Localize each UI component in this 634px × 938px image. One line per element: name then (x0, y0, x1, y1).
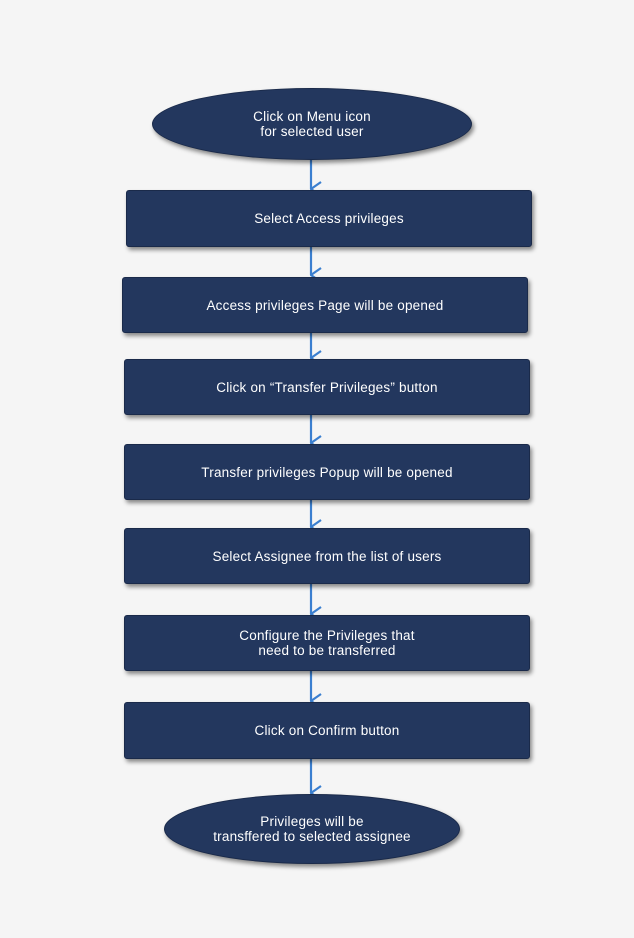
step-click-transfer-privileges: Click on “Transfer Privileges” button (124, 359, 530, 415)
step-configure-privileges: Configure the Privileges that need to be… (124, 615, 530, 671)
start-node: Click on Menu icon for selected user (152, 88, 472, 160)
end-node: Privileges will be transffered to select… (164, 794, 460, 864)
step-access-privileges-page-opened: Access privileges Page will be opened (122, 277, 528, 333)
step-select-assignee: Select Assignee from the list of users (124, 528, 530, 584)
step-click-confirm: Click on Confirm button (124, 702, 530, 759)
step-select-access-privileges: Select Access privileges (126, 190, 532, 247)
step-transfer-popup-opened: Transfer privileges Popup will be opened (124, 444, 530, 500)
